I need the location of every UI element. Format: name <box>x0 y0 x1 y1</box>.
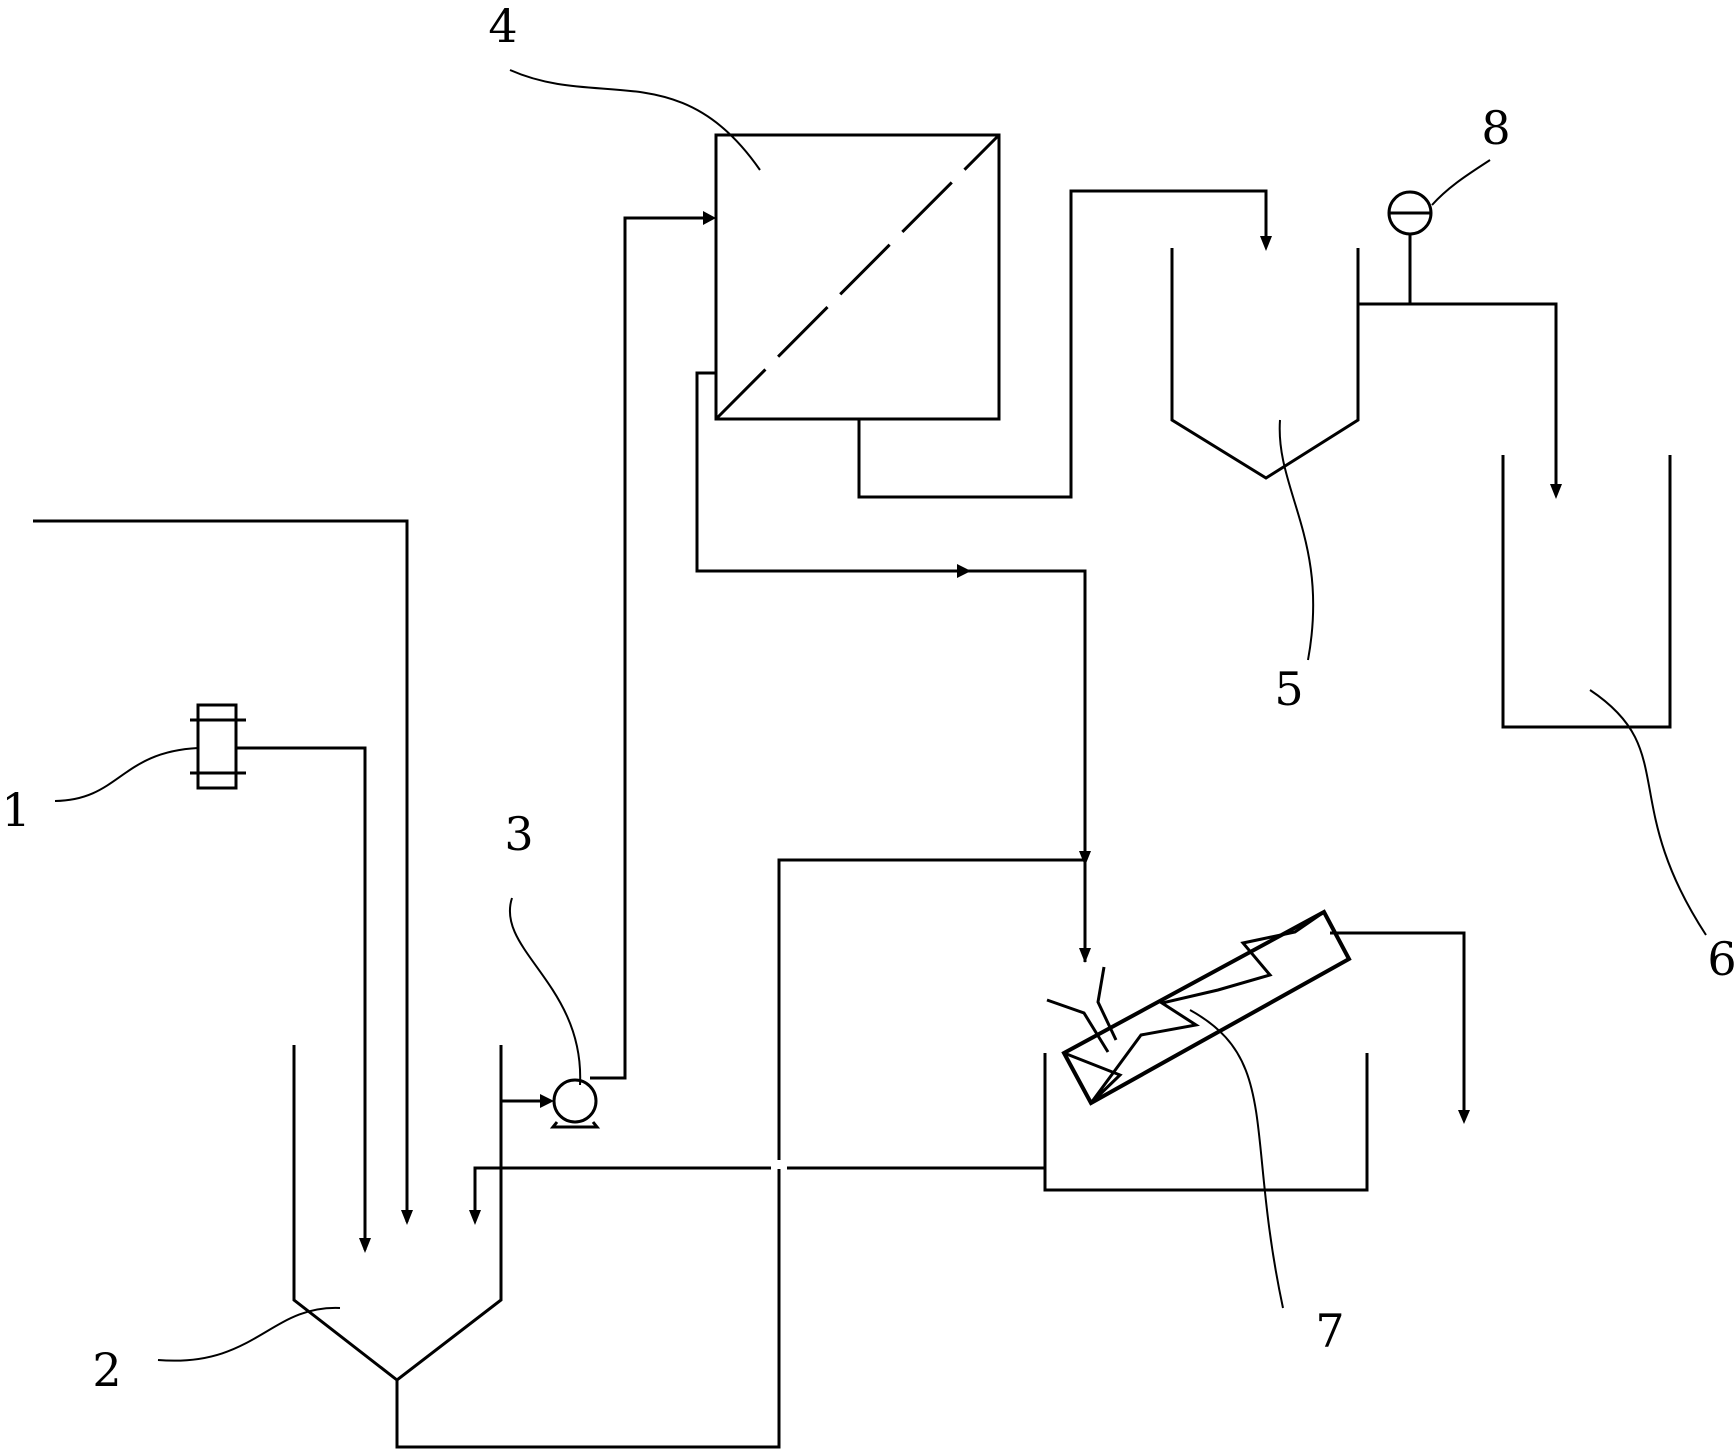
label-2: 2 <box>92 1343 121 1397</box>
hopper-tank-2 <box>292 1045 503 1382</box>
label-8: 8 <box>1481 101 1510 155</box>
level-meter-8 <box>1387 190 1433 304</box>
label-5: 5 <box>1274 662 1303 716</box>
callout-leader-7 <box>1189 1009 1284 1309</box>
label-7: 7 <box>1315 1304 1344 1358</box>
label-4: 4 <box>488 0 517 53</box>
label-1: 1 <box>1 783 30 837</box>
callout-leader-8 <box>1431 159 1491 206</box>
label-3: 3 <box>504 807 533 861</box>
label-6: 6 <box>1707 932 1736 986</box>
callout-leader-1 <box>54 747 199 802</box>
screw-conveyor-7 <box>1043 909 1369 1192</box>
collection-tank-6 <box>1501 455 1672 729</box>
pump-3 <box>549 1078 601 1129</box>
callout-leader-6 <box>1589 689 1707 936</box>
reference-numerals: 1 2 3 4 5 6 7 8 <box>1 0 1736 1397</box>
piping <box>33 189 1562 1449</box>
callout-leader-5 <box>1278 419 1315 661</box>
callout-leader-3 <box>509 897 582 1086</box>
callout-leaders <box>54 69 1707 1362</box>
settling-tank-5 <box>1170 248 1360 480</box>
membrane-separator-4 <box>714 133 1001 421</box>
callout-leader-4 <box>509 69 761 171</box>
callout-leader-2 <box>157 1306 341 1362</box>
